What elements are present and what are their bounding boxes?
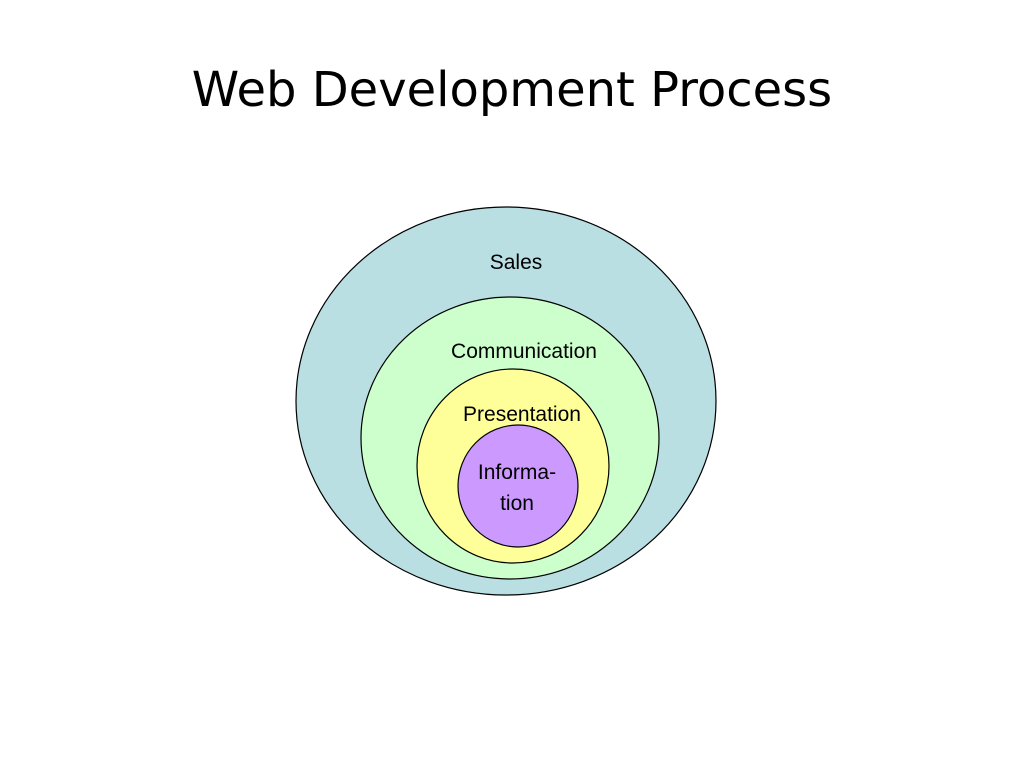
- slide-title: Web Development Process: [191, 62, 833, 118]
- information-label-line-2: tion: [500, 492, 534, 515]
- presentation-label: Presentation: [463, 403, 581, 426]
- information-circle: [457, 424, 579, 548]
- information-label-line-1: Informa-: [478, 461, 556, 484]
- communication-label: Communication: [451, 340, 597, 363]
- sales-label: Sales: [490, 251, 543, 274]
